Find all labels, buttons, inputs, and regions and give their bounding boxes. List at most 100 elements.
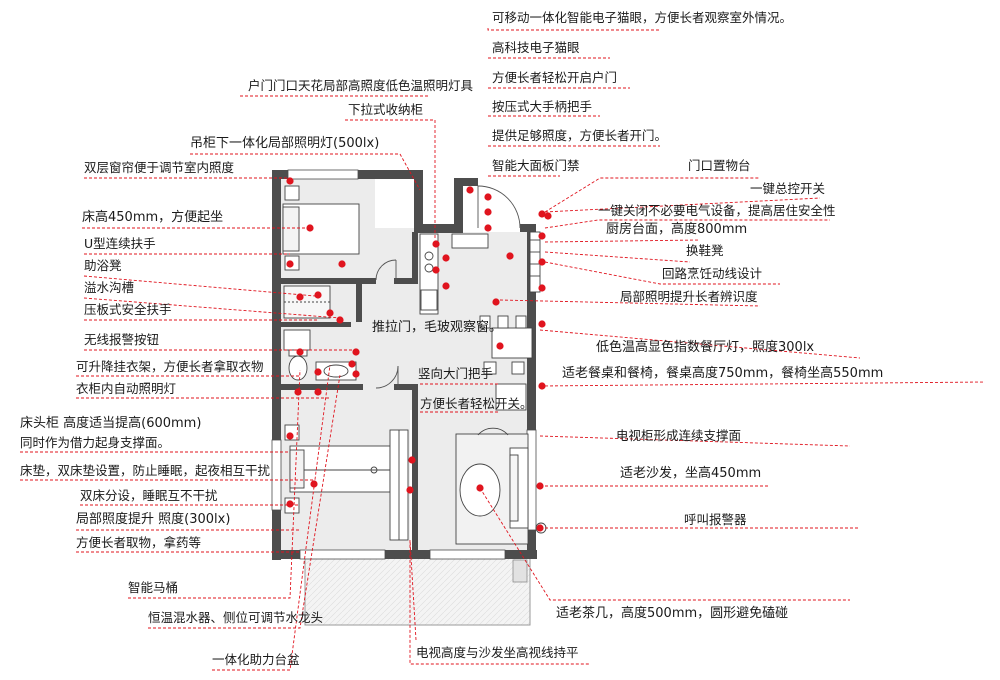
marker-dot [538, 258, 546, 266]
annotation-nightstand: 床头柜 高度适当提高(600mm) [20, 416, 202, 431]
marker-dot [484, 208, 492, 216]
annotation-lift-hanger: 可升降挂衣架，方便长者拿取衣物 [76, 359, 264, 374]
annotation-wireless-alarm: 无线报警按钮 [84, 332, 160, 347]
leader-line [544, 261, 780, 285]
marker-dot [286, 500, 294, 508]
leader-line [148, 374, 341, 629]
marker-dot [538, 210, 546, 218]
marker-dot [326, 309, 334, 317]
leader-lines [20, 28, 986, 671]
annotation-u-handrail: U型连续扶手 [84, 236, 156, 251]
annotation-nightstand-support: 同时作为借力起身支撑面。 [20, 435, 171, 450]
annotation-smart-access: 智能大面板门禁 [492, 158, 580, 173]
annotation-call-alarm: 呼叫报警器 [684, 512, 747, 527]
annotation-bath-stool: 助浴凳 [84, 258, 122, 273]
annotation-bed-height: 床高450mm，方便起坐 [82, 210, 224, 225]
leader-line [479, 487, 850, 601]
marker-dot [442, 282, 450, 290]
annotation-easy-open-door: 方便长者轻松开启户门 [492, 70, 618, 85]
annotation-master-switch-desc: 一键关闭不必要电气设备，提高居住安全性 [598, 203, 836, 218]
marker-dot [338, 260, 346, 268]
annotation-easy-switch: 方便长者轻松开关。 [420, 396, 533, 411]
annotation-smart-peephole: 可移动一体化智能电子猫眼，方便长者观察室外情况。 [492, 10, 793, 25]
bathroom [283, 285, 357, 381]
marker-dot [336, 316, 344, 324]
annotation-smart-toilet: 智能马桶 [128, 580, 179, 595]
annotation-press-handle: 按压式大手柄把手 [492, 99, 593, 114]
annotation-dining-table: 适老餐桌和餐椅，餐桌高度750mm，餐椅坐高550mm [562, 366, 884, 381]
annotation-tv-cabinet: 电视柜形成连续支撑面 [616, 428, 742, 443]
marker-dot [352, 370, 360, 378]
marker-dot [538, 320, 546, 328]
leader-line [409, 539, 590, 665]
annotation-kitchen-counter: 厨房台面，高度800mm [606, 222, 748, 237]
marker-dot [294, 388, 302, 396]
marker-dot [406, 486, 414, 494]
marker-dot [432, 266, 440, 274]
annotation-master-switch: 一键总控开关 [750, 181, 826, 196]
marker-dot [306, 224, 314, 232]
leader-line [539, 381, 986, 387]
marker-dot [496, 342, 504, 350]
leader-line [128, 369, 301, 599]
annotation-thermostatic-mixer: 恒温混水器、侧位可调节水龙头 [148, 610, 324, 625]
marker-dot [432, 240, 440, 248]
leader-line [83, 275, 316, 297]
annotation-twin-beds: 双床分设，睡眠互不干扰 [80, 488, 218, 503]
leader-line [212, 364, 331, 671]
annotation-wardrobe-light: 衣柜内自动照明灯 [76, 381, 177, 396]
annotation-local-lux: 局部照度提升 照度(300lx) [76, 512, 231, 527]
annotation-sofa: 适老沙发，坐高450mm [620, 466, 762, 481]
marker-dot [442, 254, 450, 262]
marker-dot [544, 212, 552, 220]
marker-dot [484, 224, 492, 232]
leader-line [544, 239, 701, 243]
living-room [455, 427, 547, 545]
annotation-double-curtain: 双层窗帘便于调节室内照度 [84, 160, 235, 175]
leader-line [539, 329, 861, 359]
marker-dot [286, 260, 294, 268]
marker-dot [506, 252, 514, 260]
annotation-entry-ceiling-light: 户门门口天花局部高照度低色温照明灯具 [248, 78, 474, 93]
annotation-illumination-door: 提供足够照度，方便长者开门。 [492, 128, 668, 143]
marker-dot [536, 524, 544, 532]
marker-dot [476, 484, 484, 492]
bedroom-2 [284, 424, 409, 541]
marker-dot [492, 298, 500, 306]
annotation-pulldown-cabinet: 下拉式收纳柜 [348, 102, 424, 117]
leader-line [487, 28, 660, 31]
marker-dot [466, 186, 474, 194]
annotation-cooking-loop: 回路烹饪动线设计 [662, 266, 763, 281]
marker-dot [538, 232, 546, 240]
annotation-tv-height: 电视高度与沙发坐高视线持平 [416, 645, 579, 660]
balcony [304, 554, 531, 626]
marker-dot [484, 193, 492, 201]
kitchen [419, 231, 541, 315]
marker-dot [286, 177, 294, 185]
marker-dot [536, 482, 544, 490]
marker-dot [408, 456, 416, 464]
annotation-sliding-door: 推拉门，毛玻观察窗。 [372, 320, 503, 335]
marker-dot [538, 284, 546, 292]
annotation-mattress: 床垫，双床垫设置，防止睡眠，起夜相互干扰 [20, 463, 271, 478]
annotation-shoe-bench: 换鞋凳 [686, 243, 724, 258]
annotation-overflow-groove: 溢水沟槽 [84, 280, 135, 295]
leader-line [544, 177, 760, 213]
marker-dot [538, 382, 546, 390]
bedroom-1 [282, 185, 360, 271]
leader-line [544, 197, 821, 213]
door-swings [375, 185, 521, 389]
annotation-dining-light: 低色温高显色指数餐厅灯，照度300lx [596, 340, 815, 355]
leader-line [539, 435, 851, 447]
dining [479, 315, 533, 411]
annotation-basin: 一体化助力台盆 [212, 652, 300, 667]
annotation-local-light: 局部照明提升长者辨识度 [620, 289, 758, 304]
marker-dot [286, 432, 294, 440]
annotation-medicine: 方便长者取物，拿药等 [76, 535, 202, 550]
annotation-hightech-peephole: 高科技电子猫眼 [492, 40, 580, 55]
annotation-under-cabinet-light: 吊柜下一体化局部照明灯(500lx) [190, 136, 380, 151]
leader-line [544, 251, 691, 263]
leader-line [499, 299, 761, 307]
